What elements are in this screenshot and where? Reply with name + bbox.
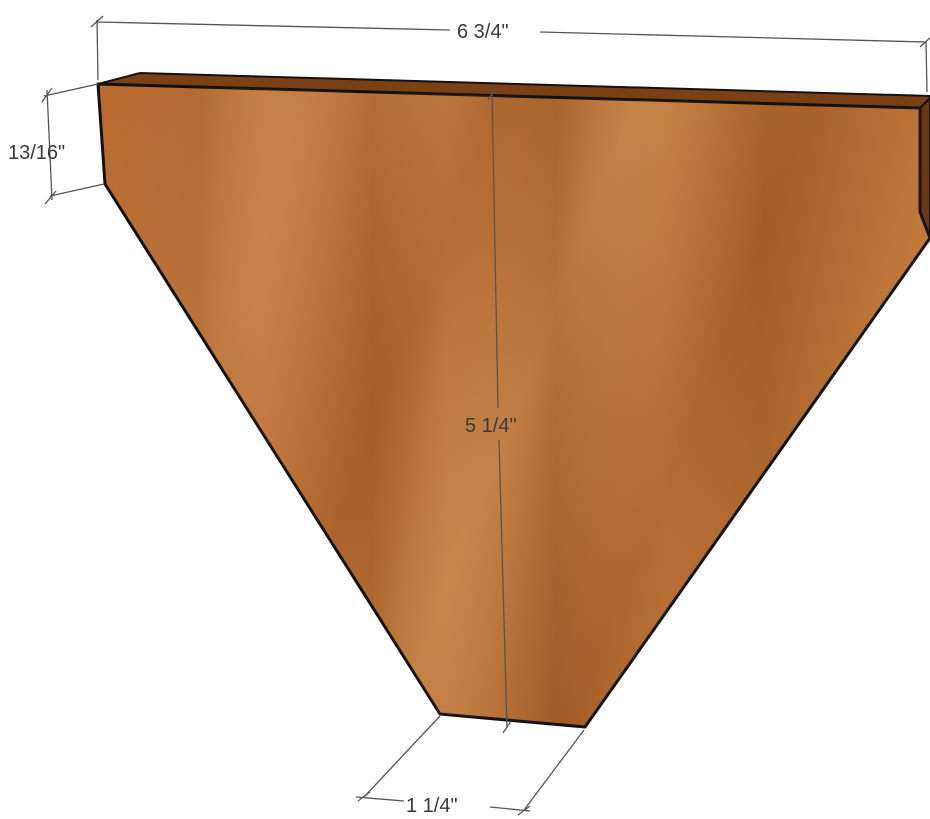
wood-grain-overlay <box>98 84 930 727</box>
dimension-height <box>487 87 512 734</box>
dimension-top-width-label: 6 3/4" <box>457 21 509 43</box>
dimension-bottom-width <box>355 715 585 816</box>
dimension-bottom-width-label: 1 1/4" <box>406 795 458 817</box>
dimension-top-width <box>90 15 930 93</box>
dimension-thickness <box>41 83 105 205</box>
dimension-thickness-label: 13/16" <box>8 142 65 164</box>
dimension-height-label: 5 1/4" <box>465 415 517 437</box>
